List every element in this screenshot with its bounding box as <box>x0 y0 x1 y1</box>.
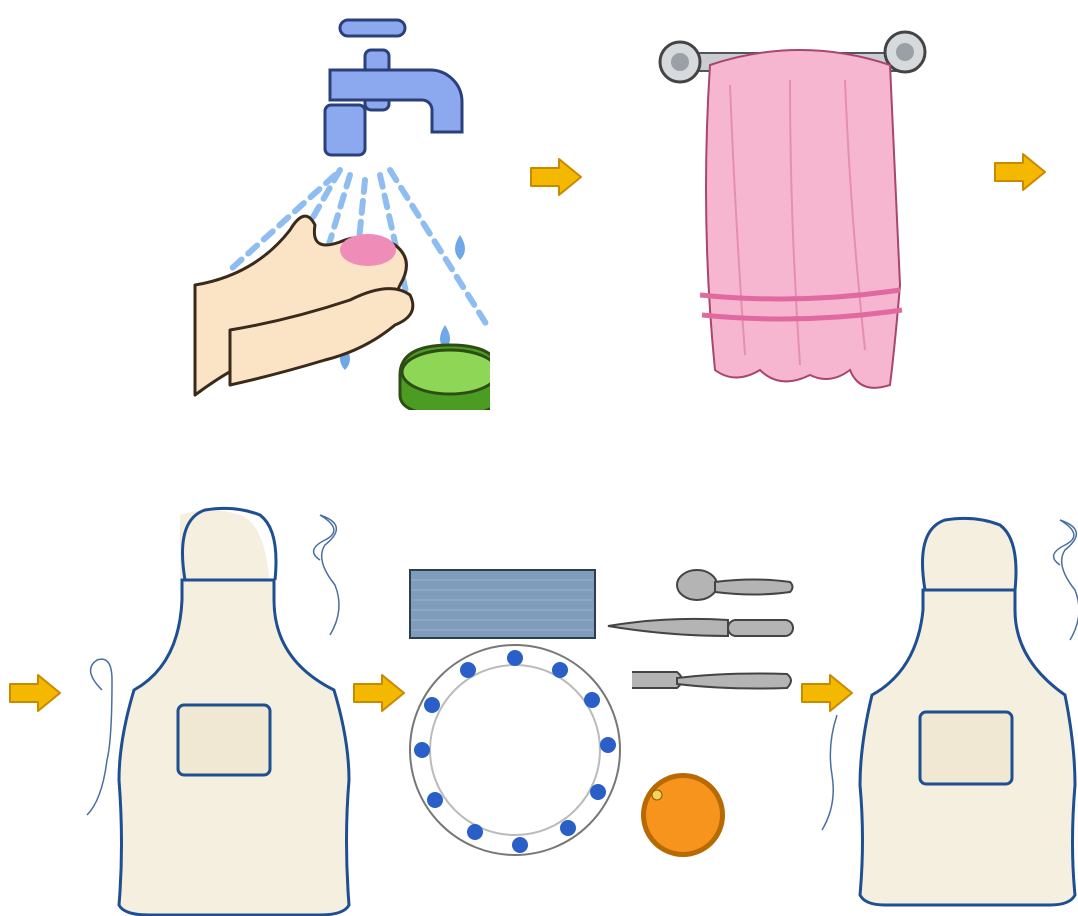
apron-icon <box>815 515 1078 916</box>
pink-towel <box>700 50 902 388</box>
plate-icon <box>410 645 620 855</box>
apron <box>87 508 349 915</box>
knife-icon <box>608 619 793 636</box>
soap-bar-in-hand <box>340 234 396 266</box>
spoon-icon <box>677 570 793 600</box>
napkin-icon <box>410 570 595 638</box>
right-arrow-icon <box>529 157 583 197</box>
right-arrow-icon <box>800 673 854 713</box>
faucet-icon <box>325 20 462 155</box>
right-arrow-icon <box>8 673 62 713</box>
table-setting-icon <box>400 560 800 860</box>
apron <box>822 518 1078 905</box>
fork-icon <box>632 672 791 689</box>
orange-icon <box>641 773 725 857</box>
right-arrow-icon <box>993 152 1047 192</box>
right-arrow-icon <box>352 673 406 713</box>
towel-icon <box>640 25 940 395</box>
soap-icon <box>400 345 490 410</box>
hand-washing-icon <box>190 10 490 410</box>
apron-icon <box>70 505 370 916</box>
